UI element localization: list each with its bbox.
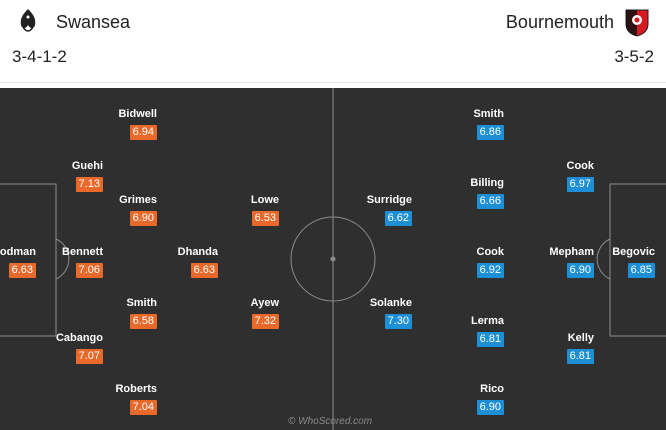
away-player-kelly[interactable]: Kelly 6.81: [566, 332, 594, 364]
match-header: Swansea 3-4-1-2 Bournemouth 3-5-2: [0, 0, 666, 84]
player-rating: 6.92: [476, 263, 504, 278]
away-player-solanke[interactable]: Solanke 7.30: [370, 297, 412, 329]
away-player-lerma[interactable]: Lerma 6.81: [471, 315, 504, 347]
player-name: Roberts: [115, 383, 157, 395]
away-player-cook-1[interactable]: Cook 6.97: [566, 160, 595, 192]
away-player-rico[interactable]: Rico 6.90: [476, 383, 504, 415]
home-formation: 3-4-1-2: [12, 47, 67, 66]
player-rating: 7.04: [129, 400, 157, 415]
player-name: Guehi: [71, 160, 103, 172]
player-name: Cook: [566, 160, 595, 172]
player-rating: 6.86: [476, 125, 504, 140]
swansea-crest-icon: [20, 9, 36, 32]
away-player-mepham[interactable]: Mepham 6.90: [549, 246, 594, 278]
home-player-lowe[interactable]: Lowe 6.53: [251, 194, 279, 226]
player-name: Rico: [480, 383, 504, 395]
player-name: Lerma: [470, 315, 504, 327]
player-name: Cook: [476, 246, 505, 258]
home-player-bennett[interactable]: Bennett 7.06: [62, 246, 103, 278]
away-player-surridge[interactable]: Surridge 6.62: [367, 194, 412, 226]
player-rating: 6.97: [566, 177, 594, 192]
player-rating: 6.94: [129, 125, 157, 140]
player-name: Woodman: [0, 246, 36, 258]
player-name: Bennett: [62, 246, 103, 258]
player-rating: 6.90: [129, 211, 157, 226]
player-rating: 6.63: [190, 263, 218, 278]
away-formation: 3-5-2: [614, 47, 654, 66]
player-rating: 6.90: [566, 263, 594, 278]
player-rating: 6.85: [627, 263, 655, 278]
home-player-roberts[interactable]: Roberts 7.04: [115, 383, 157, 415]
player-name: Bidwell: [118, 108, 157, 120]
player-name: Dhanda: [177, 246, 218, 258]
home-player-woodman[interactable]: Woodman 6.63: [0, 246, 36, 278]
player-name: Mepham: [549, 246, 594, 258]
away-player-begovic[interactable]: Begovic 6.85: [612, 246, 655, 278]
player-rating: 7.07: [75, 349, 103, 364]
player-name: Billing: [470, 177, 504, 189]
pitch: Woodman 6.63 Guehi 7.13 Bennett 7.06 Cab…: [0, 88, 666, 430]
header-divider: [0, 82, 666, 83]
player-rating: 7.32: [251, 314, 279, 329]
home-player-guehi[interactable]: Guehi 7.13: [72, 160, 103, 192]
player-name: Cabango: [55, 332, 103, 344]
player-name: Grimes: [119, 194, 157, 206]
away-player-smith[interactable]: Smith 6.86: [473, 108, 504, 140]
player-name: Begovic: [612, 246, 655, 258]
player-name: Kelly: [567, 332, 594, 344]
player-name: Ayew: [250, 297, 279, 309]
player-rating: 6.81: [476, 332, 504, 347]
home-player-grimes[interactable]: Grimes 6.90: [119, 194, 157, 226]
player-rating: 7.30: [384, 314, 412, 329]
home-team-name: Swansea: [56, 12, 131, 32]
player-name: Surridge: [366, 194, 412, 206]
player-rating: 7.06: [75, 263, 103, 278]
away-team-name: Bournemouth: [505, 12, 614, 32]
player-rating: 6.90: [476, 400, 504, 415]
player-rating: 6.81: [566, 349, 594, 364]
player-name: Solanke: [369, 297, 412, 309]
pitch-markings: [0, 88, 666, 430]
home-player-dhanda[interactable]: Dhanda 6.63: [178, 246, 218, 278]
player-name: Smith: [126, 297, 157, 309]
bournemouth-crest-icon: [625, 9, 649, 37]
player-rating: 6.53: [251, 211, 279, 226]
player-rating: 7.13: [75, 177, 103, 192]
home-player-ayew[interactable]: Ayew 7.32: [251, 297, 279, 329]
player-name: Lowe: [250, 194, 279, 206]
player-rating: 6.62: [384, 211, 412, 226]
home-player-smith[interactable]: Smith 6.58: [126, 297, 157, 329]
home-player-bidwell[interactable]: Bidwell 6.94: [118, 108, 157, 140]
home-player-cabango[interactable]: Cabango 7.07: [56, 332, 103, 364]
player-rating: 6.58: [129, 314, 157, 329]
player-rating: 6.63: [8, 263, 36, 278]
watermark: © WhoScored.com: [288, 416, 373, 427]
away-player-cook-2[interactable]: Cook 6.92: [476, 246, 505, 278]
player-rating: 6.66: [476, 194, 504, 209]
away-player-billing[interactable]: Billing 6.66: [470, 177, 504, 209]
player-name: Smith: [473, 108, 504, 120]
